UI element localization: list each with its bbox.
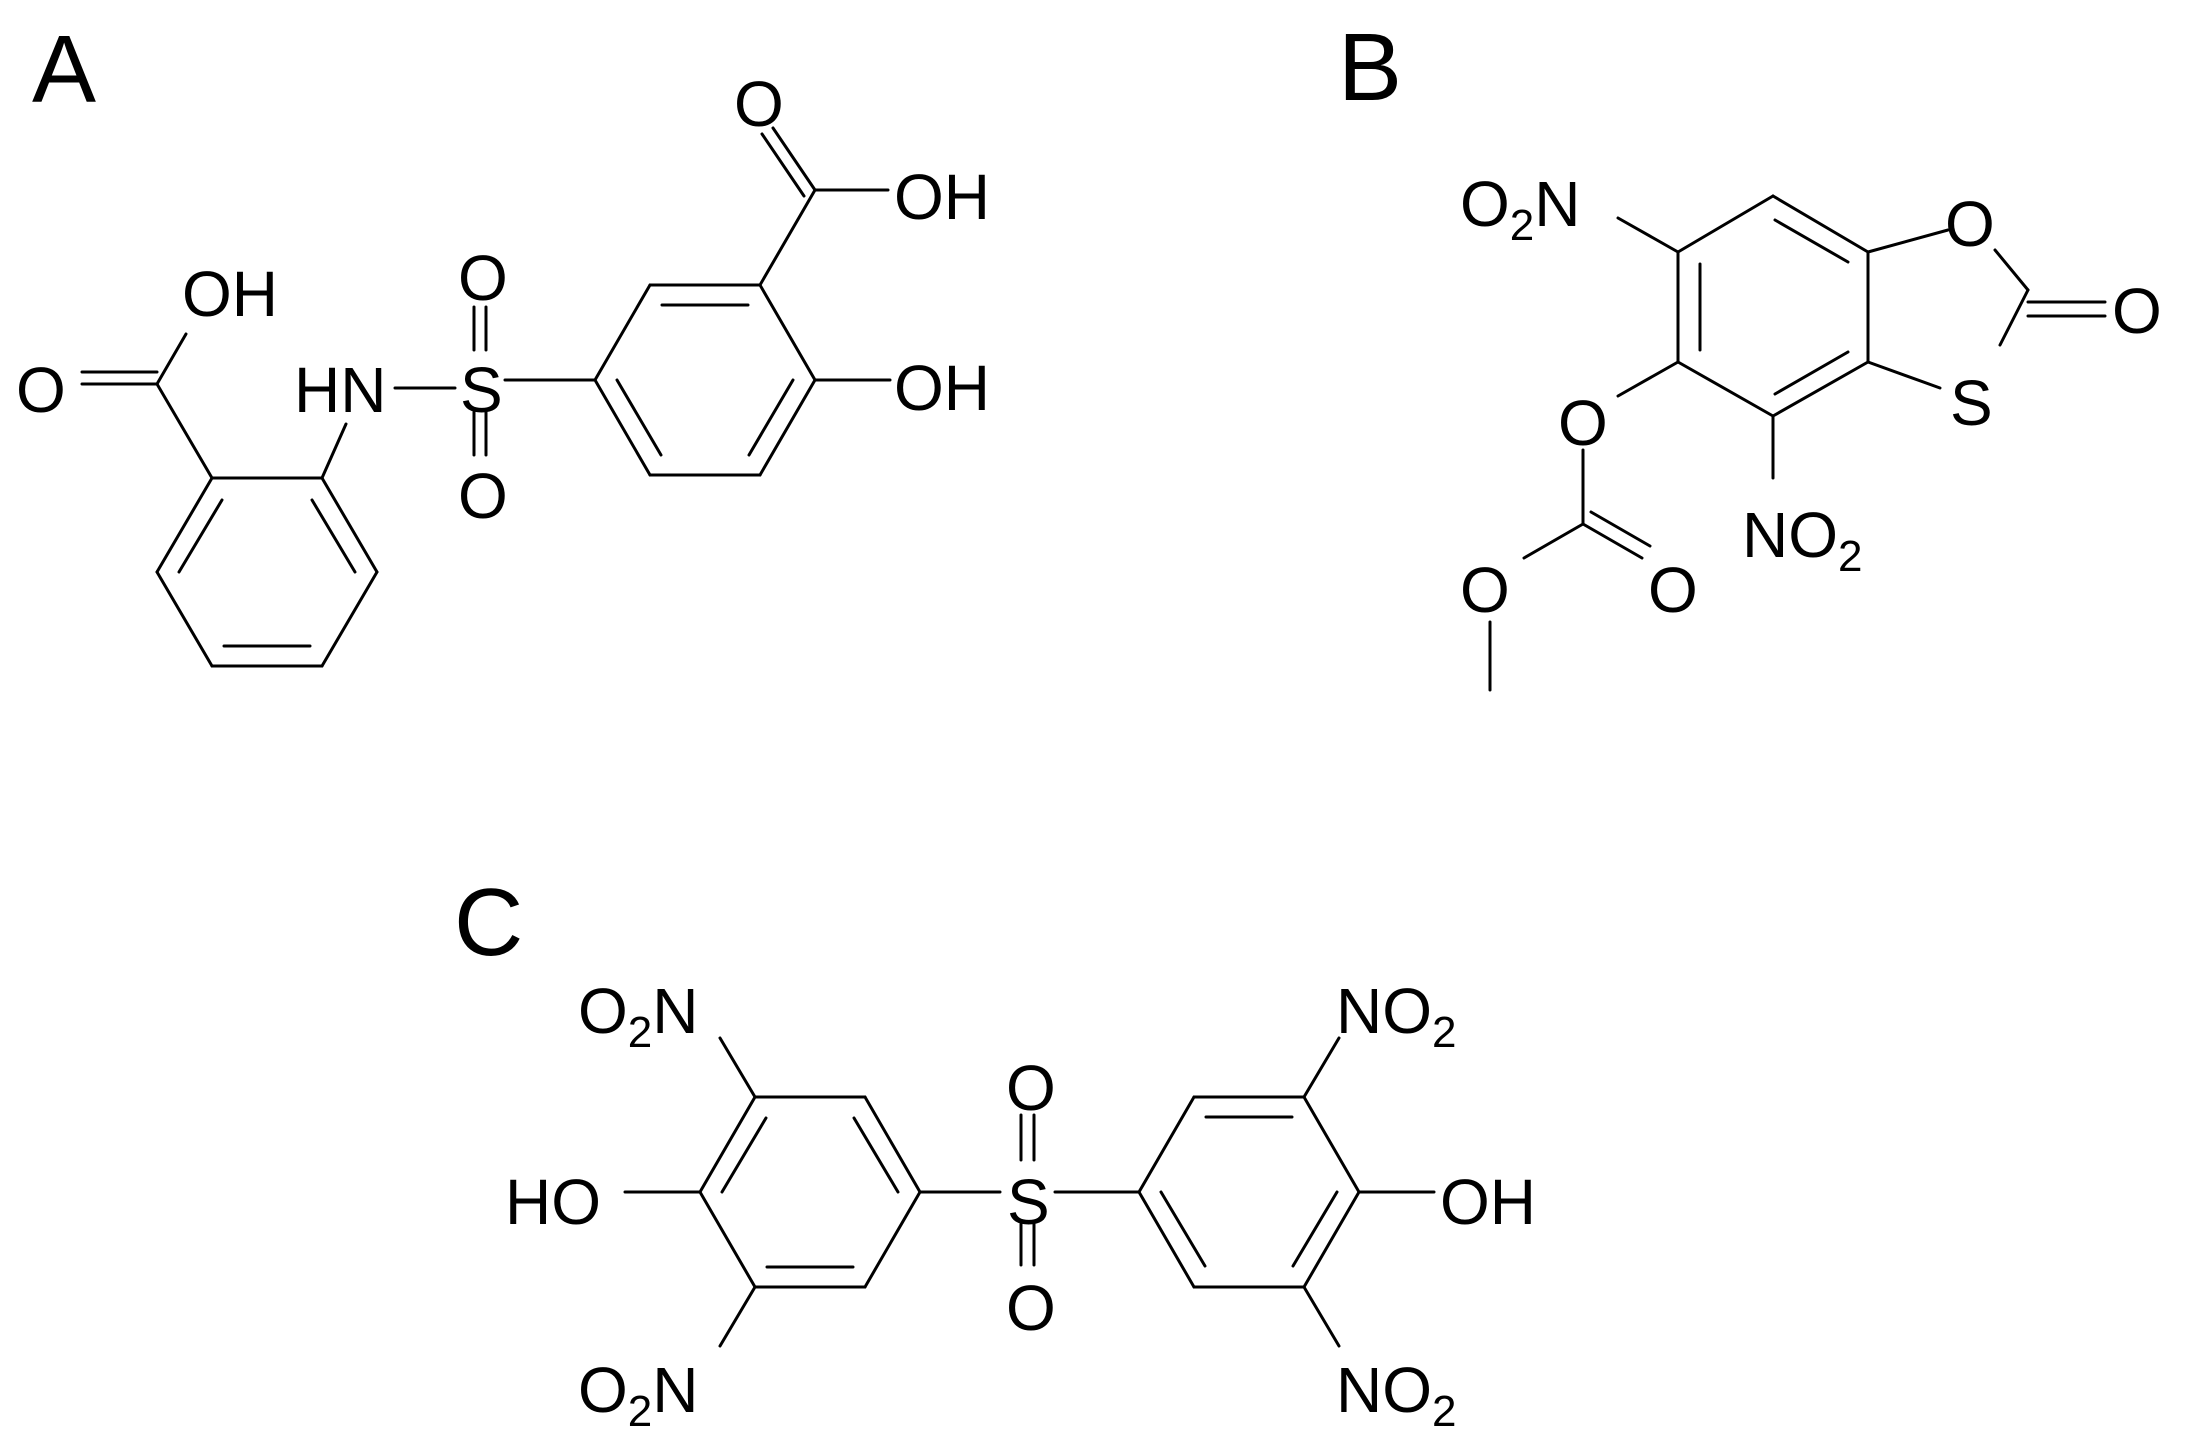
panel-label-b: B <box>1338 14 1402 121</box>
atom-label: O <box>734 68 784 140</box>
atom-label: O <box>2112 275 2162 347</box>
atom-label: O2N <box>578 975 698 1057</box>
structure-c-bonds <box>623 1036 1436 1348</box>
atom-label: S <box>1007 1166 1050 1238</box>
structure-b-bonds <box>1488 194 2107 692</box>
structure-b-atoms: O2N O O S O O O NO2 <box>1460 168 2162 626</box>
atom-label: OH <box>894 161 990 233</box>
structure-a-atoms: OH O HN S O O O OH OH <box>16 68 990 532</box>
atom-label: O2N <box>578 1354 698 1436</box>
atom-label: O <box>1558 387 1608 459</box>
atom-label: S <box>460 354 503 426</box>
atom-label: O <box>458 460 508 532</box>
structure-b: B <box>1338 14 2162 692</box>
structure-a: A <box>16 16 990 668</box>
atom-label: OH <box>182 258 278 330</box>
atom-label: NO2 <box>1742 499 1862 581</box>
atom-label: O <box>458 242 508 314</box>
panel-label-c: C <box>454 869 523 976</box>
atom-label: S <box>1950 367 1993 439</box>
atom-label: O2N <box>1460 168 1580 250</box>
atom-label: O <box>1945 188 1995 260</box>
atom-label: HN <box>294 354 386 426</box>
atom-label: O <box>1648 554 1698 626</box>
structure-c-atoms: O2N HO O2N S O O NO2 OH NO2 <box>505 975 1536 1436</box>
atom-label: O <box>1006 1052 1056 1124</box>
atom-label: O <box>1460 554 1510 626</box>
structure-c: C <box>454 869 1536 1436</box>
panel-label-a: A <box>32 16 96 123</box>
atom-label: HO <box>505 1166 601 1238</box>
atom-label: NO2 <box>1336 975 1456 1057</box>
atom-label: OH <box>1440 1166 1536 1238</box>
atom-label: O <box>1006 1272 1056 1344</box>
atom-label: OH <box>894 352 990 424</box>
atom-label: NO2 <box>1336 1354 1456 1436</box>
atom-label: O <box>16 354 66 426</box>
structure-a-bonds <box>80 126 892 668</box>
